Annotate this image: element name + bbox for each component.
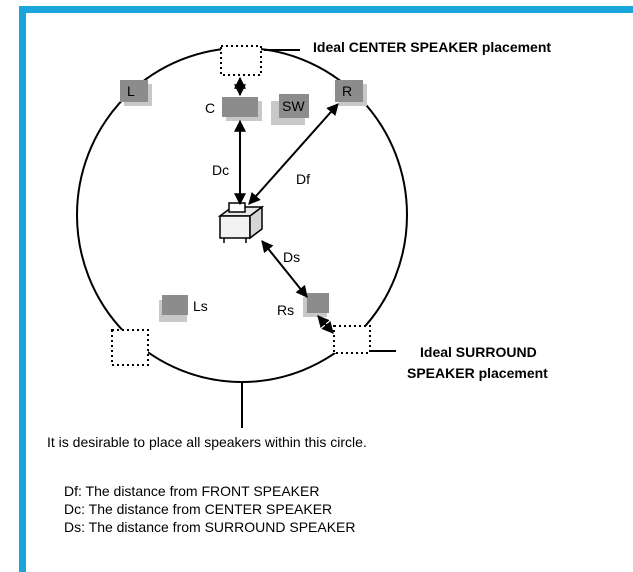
speaker-left-surround-label: Ls [193, 298, 208, 314]
circle-note: It is desirable to place all speakers wi… [47, 434, 367, 450]
listening-position-icon [217, 202, 265, 243]
frame-top-border [19, 6, 633, 13]
speaker-right [335, 80, 367, 106]
ideal-right-surround-placement-box [333, 325, 371, 354]
speaker-left [120, 80, 152, 106]
speaker-center [222, 97, 262, 121]
surround-placement-arrow [317, 315, 334, 334]
ideal-center-placement-box [220, 45, 262, 76]
ds-label: Ds [283, 249, 301, 265]
speaker-right-surround [303, 293, 329, 317]
dc-label: Dc [212, 162, 230, 178]
speaker-right-label: R [342, 83, 353, 99]
speaker-right-surround-label: Rs [277, 302, 295, 318]
speaker-subwoofer-label: SW [282, 98, 305, 114]
distance-legend: Df: The distance from FRONT SPEAKER Dc: … [64, 482, 356, 536]
speaker-left-surround [159, 295, 188, 322]
df-arrow [248, 103, 339, 205]
speaker-center-label: C [205, 100, 216, 116]
speaker-left-label: L [127, 83, 135, 99]
surround-placement-callout-line1: Ideal SURROUND [420, 344, 537, 360]
legend-item-df: Df: The distance from FRONT SPEAKER [64, 483, 320, 499]
center-placement-callout: Ideal CENTER SPEAKER placement [313, 39, 552, 55]
frame-left-border [19, 6, 26, 572]
legend-item-dc: Dc: The distance from CENTER SPEAKER [64, 501, 333, 517]
surround-placement-callout-line2: SPEAKER placement [407, 365, 548, 381]
ds-arrow [261, 240, 308, 298]
legend-item-ds: Ds: The distance from SURROUND SPEAKER [64, 519, 356, 535]
ideal-left-surround-placement-box [111, 329, 149, 366]
df-label: Df [296, 171, 310, 187]
